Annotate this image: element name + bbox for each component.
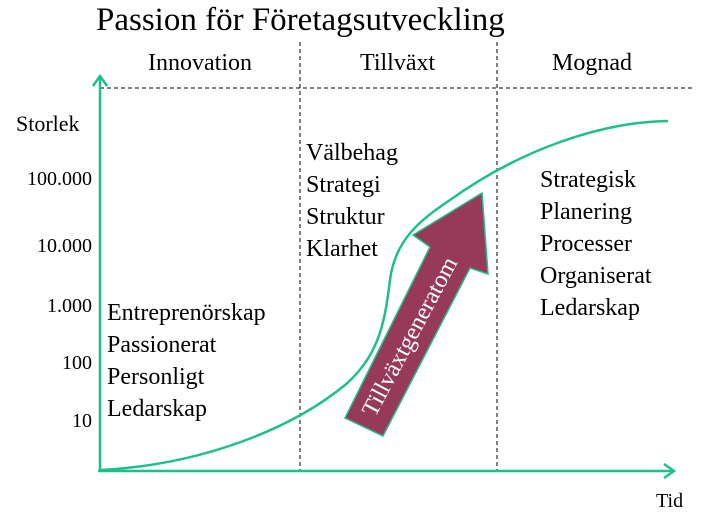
y-axis-label: Storlek (16, 111, 80, 136)
trait: Välbehag (306, 140, 398, 166)
trait: Organiserat (540, 263, 652, 289)
trait: Ledarskap (540, 295, 640, 321)
trait: Planering (540, 199, 632, 225)
growth-curve (99, 119, 669, 472)
trait: Strategi (306, 172, 381, 198)
growth-arrow (343, 191, 489, 437)
trait: Klarhet (306, 236, 378, 262)
innovation-traits: Entreprenörskap Passionerat Personligt L… (107, 297, 266, 425)
y-tick: 100 (62, 352, 92, 374)
y-tick: 100.000 (27, 168, 92, 190)
trait: Strategisk (540, 167, 636, 193)
maturity-traits: Strategisk Planering Processer Organiser… (540, 164, 652, 324)
x-axis-label: Tid (656, 490, 684, 512)
trait: Passionerat (107, 332, 217, 358)
phase-growth: Tillväxt (360, 50, 436, 76)
y-tick: 10 (72, 410, 92, 432)
trait: Processer (540, 231, 632, 257)
trait: Struktur (306, 204, 385, 230)
trait: Personligt (107, 364, 205, 390)
page-title: Passion för Företagsutveckling (96, 2, 505, 38)
trait: Ledarskap (107, 396, 207, 422)
trait: Entreprenörskap (107, 300, 266, 326)
y-tick: 10.000 (37, 235, 92, 257)
y-tick: 1.000 (47, 295, 92, 317)
phase-maturity: Mognad (552, 50, 632, 76)
growth-traits: Välbehag Strategi Struktur Klarhet (306, 137, 398, 265)
y-axis (91, 73, 109, 472)
x-axis (98, 462, 677, 480)
phase-innovation: Innovation (148, 50, 252, 76)
arrow-label: Tillväxtgeneratom (357, 253, 463, 421)
